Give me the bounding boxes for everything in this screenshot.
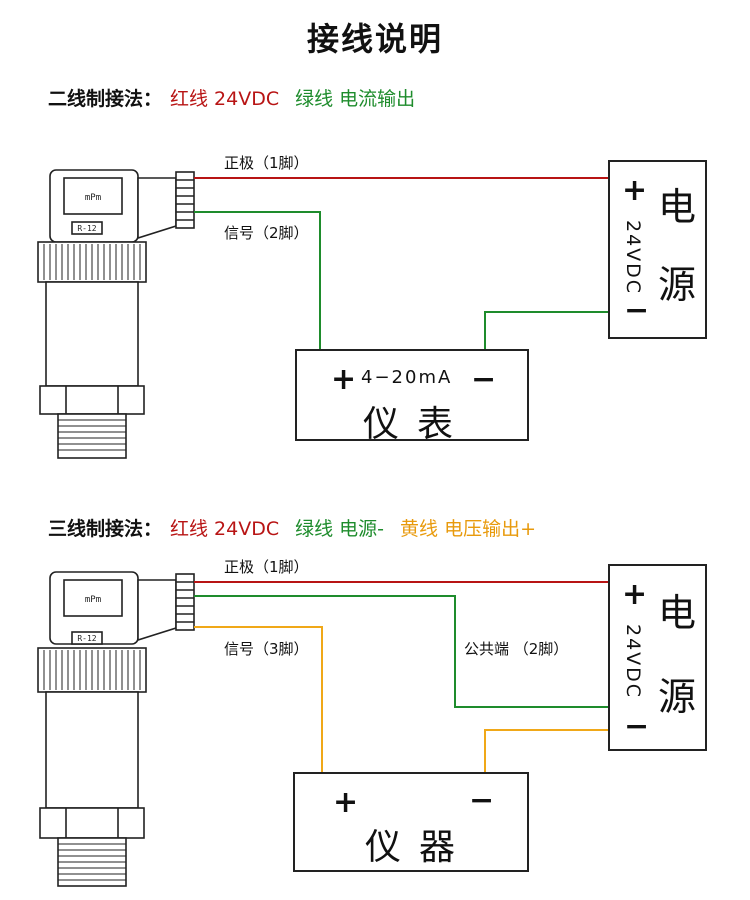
two-wire-power-supply: + 24VDC − 电 源: [608, 160, 707, 339]
sensor-2-cable-gland: [175, 573, 195, 631]
two-wire-green-wire-to-meter: [194, 211, 321, 350]
three-wire-yellow-wire-to-psu: [484, 729, 608, 772]
sensor-1-body: [45, 281, 139, 387]
sensor-1-model-text: R-12: [77, 224, 96, 233]
sensor-1-unit-text: mPm: [85, 193, 101, 203]
three-wire-label: 三线制接法：: [48, 518, 163, 540]
sensor-2-connector-neck: [137, 579, 177, 642]
pressure-sensor-2: [37, 571, 195, 887]
two-wire-pin2-label: 信号（2脚）: [224, 224, 309, 242]
page-title: 接线说明: [306, 20, 443, 58]
three-wire-psu-plus: +: [622, 577, 648, 612]
three-wire-power-supply: + 24VDC − 电 源: [608, 564, 707, 751]
three-wire-legend: 三线制接法： 红线 24VDC 绿线 电源- 黄线 电压输出+: [48, 514, 536, 541]
three-wire-instrument-plus: +: [333, 785, 359, 820]
three-wire-psu-char-2: 源: [658, 675, 697, 719]
two-wire-psu-plus: +: [622, 173, 648, 208]
sensor-2-model-plate: [71, 631, 103, 645]
two-wire-psu-voltage: 24VDC: [622, 220, 644, 296]
two-wire-pin1-label: 正极（1脚）: [224, 154, 309, 172]
sensor-2-body: [45, 691, 139, 809]
two-wire-meter-minus: −: [471, 362, 497, 397]
sensor-1-thread: [57, 413, 127, 459]
two-wire-red-legend: 红线 24VDC: [170, 88, 280, 110]
three-wire-yellow-legend: 黄线 电压输出+: [400, 518, 537, 540]
three-wire-instrument-minus: −: [469, 783, 495, 818]
sensor-2-model-text: R-12: [77, 634, 96, 643]
sensor-2-unit-text: mPm: [85, 595, 101, 605]
two-wire-meter-plus: +: [331, 362, 357, 397]
two-wire-green-legend: 绿线 电流输出: [295, 88, 416, 110]
two-wire-label: 二线制接法：: [48, 88, 163, 110]
pressure-sensor-1: [37, 169, 195, 459]
three-wire-common-label: 公共端 （2脚）: [464, 640, 569, 658]
three-wire-yellow-wire-to-meter: [194, 626, 323, 772]
sensor-1-display-window: [63, 177, 123, 215]
two-wire-psu-char-2: 源: [658, 263, 697, 307]
two-wire-legend: 二线制接法： 红线 24VDC 绿线 电流输出: [48, 84, 415, 111]
sensor-2-hex-nut: [39, 807, 145, 839]
two-wire-meter-name: 仪表: [363, 404, 472, 445]
sensor-1-hex-nut: [39, 385, 145, 415]
sensor-1-cable-gland: [175, 171, 195, 229]
two-wire-green-wire-to-psu: [484, 311, 608, 350]
three-wire-pin3-label: 信号（3脚）: [224, 640, 309, 658]
three-wire-pin1-label: 正极（1脚）: [224, 558, 309, 576]
two-wire-meter-range: 4−20mA: [361, 367, 453, 388]
three-wire-red-legend: 红线 24VDC: [170, 518, 280, 540]
two-wire-meter: + 4−20mA − 仪表: [295, 349, 529, 445]
two-wire-psu-char-1: 电: [658, 185, 697, 229]
three-wire-green-legend: 绿线 电源-: [295, 518, 385, 540]
sensor-2-display-window: [63, 579, 123, 617]
sensor-1-connector-neck: [137, 177, 177, 240]
three-wire-instrument: + − 仪器: [293, 772, 529, 872]
two-wire-psu-minus: −: [624, 293, 650, 328]
three-wire-psu-char-1: 电: [658, 591, 697, 635]
three-wire-green-wire: [194, 595, 608, 708]
sensor-1-model-plate: [71, 221, 103, 235]
three-wire-psu-voltage: 24VDC: [622, 624, 644, 700]
three-wire-instrument-name: 仪器: [365, 827, 474, 868]
three-wire-psu-minus: −: [624, 709, 650, 744]
